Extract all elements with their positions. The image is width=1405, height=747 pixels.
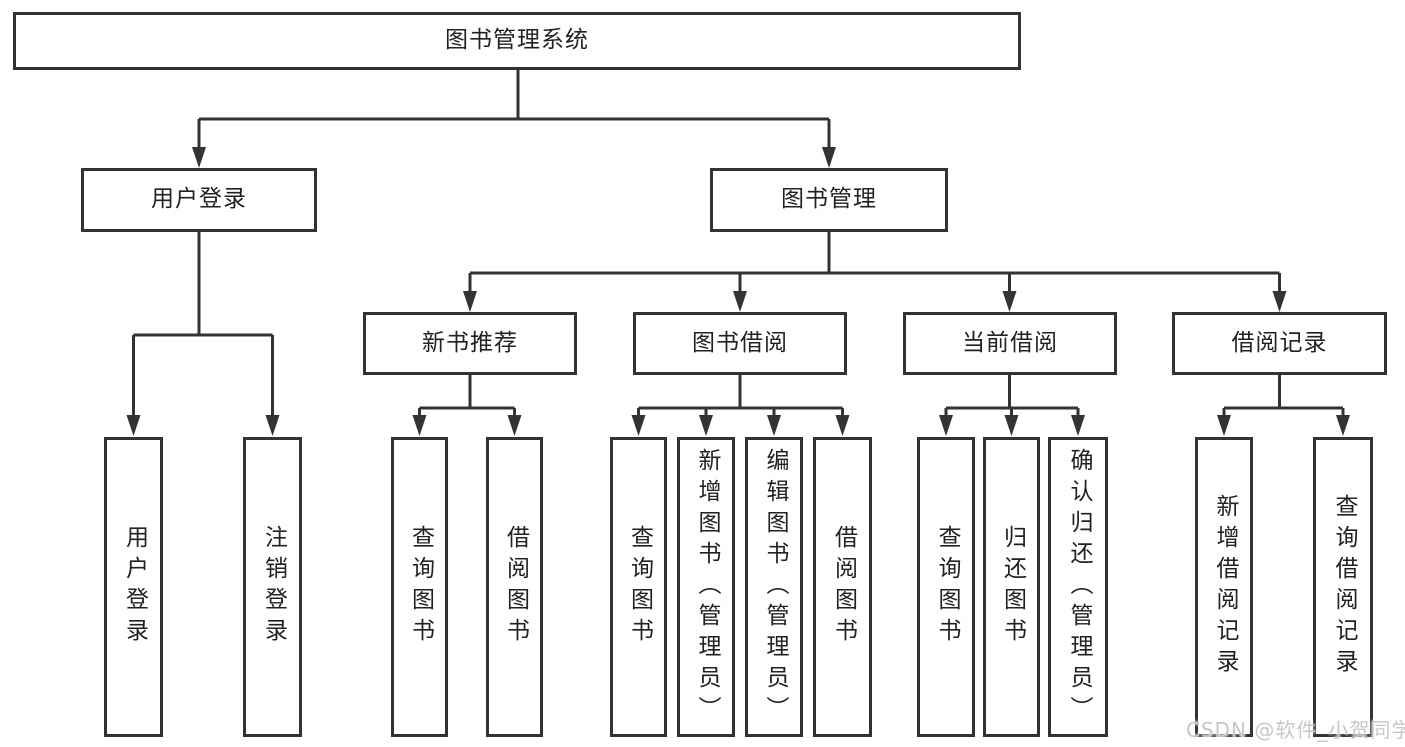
node-library-system: 图书管理系统 — [13, 12, 1021, 70]
leaf-edit-book-admin: 编辑图书（管理员） — [745, 437, 803, 737]
node-user-login: 用户登录 — [81, 168, 317, 232]
leaf-label: 借阅图书 — [830, 525, 857, 649]
leaf-label: 查询借阅记录 — [1330, 494, 1357, 680]
leaf-label: 借阅图书 — [502, 525, 529, 649]
leaf-label: 查询图书 — [626, 525, 653, 649]
leaf-label: 确认归还（管理员） — [1065, 447, 1092, 727]
leaf-add-book-admin: 新增图书（管理员） — [677, 437, 735, 737]
leaf-borrow-books-recommend: 借阅图书 — [486, 437, 543, 737]
leaf-label: 编辑图书（管理员） — [761, 447, 788, 727]
leaf-label: 新增借阅记录 — [1211, 494, 1238, 680]
leaf-label: 查询图书 — [407, 525, 434, 649]
node-borrow-records: 借阅记录 — [1172, 312, 1387, 375]
leaf-return-book: 归还图书 — [983, 437, 1040, 737]
leaf-query-books-borrow: 查询图书 — [610, 437, 667, 737]
node-current-borrow: 当前借阅 — [903, 312, 1117, 375]
leaf-user-login: 用户登录 — [104, 437, 163, 737]
leaf-label: 归还图书 — [999, 525, 1026, 649]
leaf-query-books-recommend: 查询图书 — [391, 437, 448, 737]
leaf-borrow-books: 借阅图书 — [813, 437, 872, 737]
leaf-label: 查询图书 — [933, 525, 960, 649]
node-book-borrow: 图书借阅 — [633, 312, 847, 375]
node-new-book-recommend: 新书推荐 — [363, 312, 577, 375]
leaf-confirm-return-admin: 确认归还（管理员） — [1048, 437, 1108, 737]
leaf-logout: 注销登录 — [243, 437, 302, 737]
watermark: CSDN @软件_小贺同学 — [1186, 718, 1405, 742]
leaf-label: 用户登录 — [121, 525, 148, 649]
node-book-management: 图书管理 — [710, 168, 948, 232]
leaf-add-borrow-record: 新增借阅记录 — [1195, 437, 1253, 737]
leaf-label: 注销登录 — [260, 525, 287, 649]
leaf-label: 新增图书（管理员） — [693, 447, 720, 727]
leaf-query-books-current: 查询图书 — [917, 437, 975, 737]
leaf-query-borrow-record: 查询借阅记录 — [1313, 437, 1373, 737]
